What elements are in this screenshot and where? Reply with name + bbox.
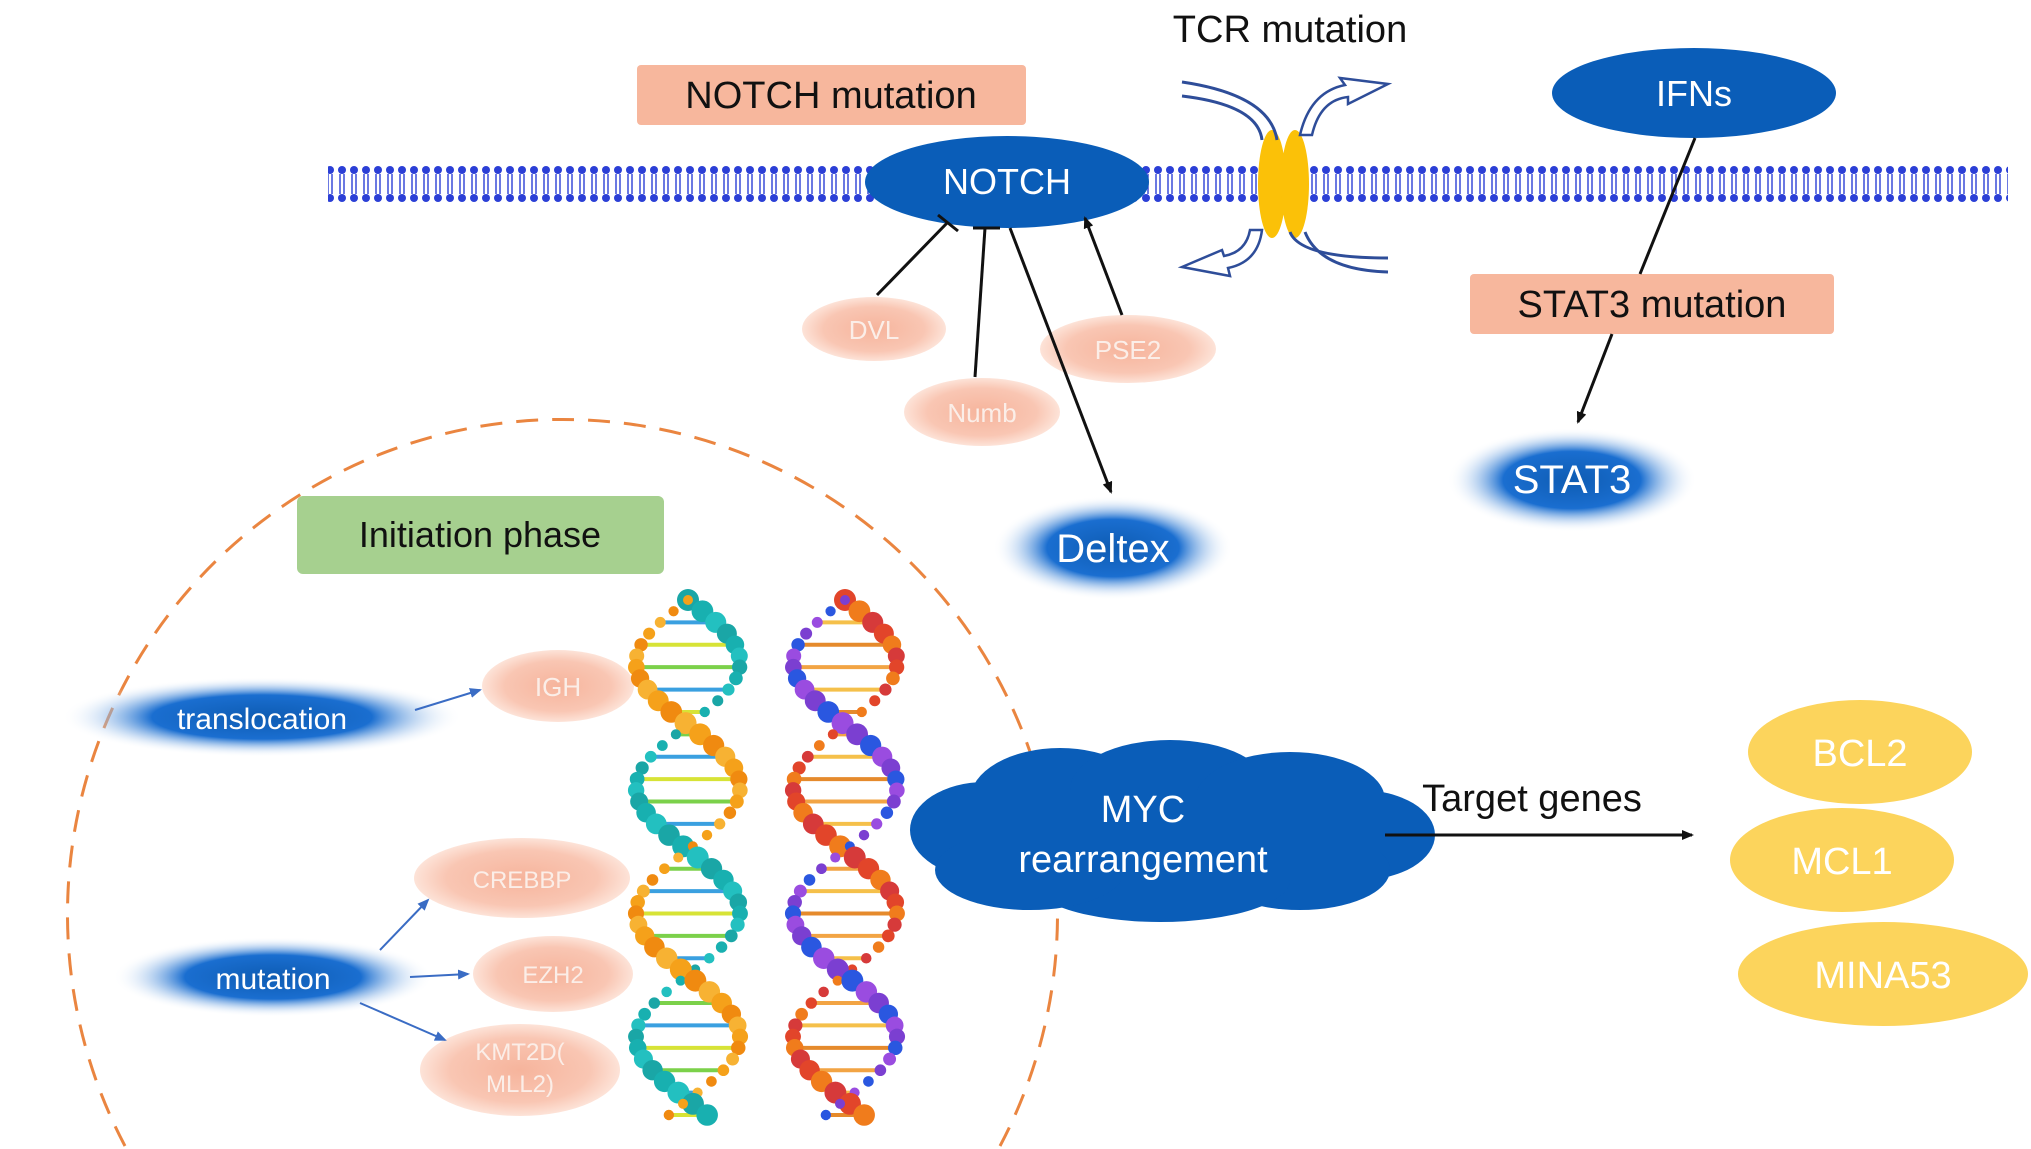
deltex-label: Deltex (1056, 527, 1169, 571)
notch-mutation-box (637, 65, 1026, 125)
numb-label: Numb (947, 398, 1016, 428)
notch-to-deltex-arrow (1008, 227, 1113, 494)
stat3-label: STAT3 (1513, 458, 1632, 502)
mina53-label: MINA53 (1814, 955, 1951, 997)
stat3-mutation-box (1470, 274, 1834, 334)
dvl-label: DVL (849, 315, 900, 345)
ifns-label: IFNs (1656, 73, 1732, 114)
ifns-to-stat3-mutation-line (1638, 137, 1697, 275)
bcl2-node (1748, 700, 1972, 804)
kmt2d-label-line2: MLL2) (486, 1071, 554, 1098)
initiation-phase-label: Initiation phase (359, 514, 601, 555)
mutation-to-crebbp-arrow (379, 898, 430, 951)
notch-receptor (865, 136, 1149, 228)
ezh2-node (473, 936, 633, 1012)
ezh2-label: EZH2 (522, 962, 583, 989)
igh-node (482, 650, 634, 722)
initiation-phase-box (297, 496, 664, 574)
ifns-node (1552, 48, 1836, 138)
kmt2d-label-line1: KMT2D( (475, 1039, 564, 1066)
myc-rearrangement-cloud (910, 740, 1435, 922)
dna-helix-left (627, 589, 749, 1126)
mutation-node (113, 937, 433, 1017)
mcl1-label: MCL1 (1791, 841, 1892, 883)
igh-label: IGH (535, 672, 581, 702)
stat3-mutation-to-stat3-arrow (1576, 333, 1614, 424)
crebbp-label: CREBBP (473, 867, 572, 894)
mutation-to-ezh2-arrow (409, 969, 470, 980)
tcr-channel (1177, 76, 1393, 278)
dvl-node (802, 297, 946, 361)
kmt2d-node (420, 1024, 620, 1116)
translocation-node (62, 677, 462, 757)
crebbp-node (414, 838, 630, 918)
dna-helix-right (784, 589, 906, 1126)
bcl2-label: BCL2 (1812, 733, 1907, 775)
numb-node (904, 378, 1060, 446)
pse2-label: PSE2 (1095, 335, 1162, 365)
stat3-mutation-label: STAT3 mutation (1518, 284, 1787, 326)
target-genes-label: Target genes (1422, 778, 1642, 820)
tcr-mutation-label: TCR mutation (1173, 9, 1407, 51)
myc-label-line1: MYC (1101, 789, 1185, 831)
mutation-label: mutation (215, 963, 330, 996)
notch-mutation-label: NOTCH mutation (685, 75, 976, 117)
pse2-node (1040, 315, 1216, 383)
translocation-label: translocation (177, 703, 347, 736)
mcl1-node (1730, 808, 1954, 912)
numb-inhibition (973, 226, 1000, 378)
mina53-node (1738, 922, 2028, 1026)
deltex-node (993, 496, 1233, 600)
translocation-to-igh-arrow (414, 688, 482, 711)
notch-label: NOTCH (943, 161, 1071, 202)
mutation-to-kmt2d-arrow (359, 1002, 447, 1041)
stat3-node (1447, 428, 1697, 532)
cell-membrane (328, 166, 2008, 202)
pse2-activation-arrow (1083, 216, 1124, 316)
dvl-inhibition (875, 213, 959, 297)
myc-label-line2: rearrangement (1018, 839, 1268, 881)
